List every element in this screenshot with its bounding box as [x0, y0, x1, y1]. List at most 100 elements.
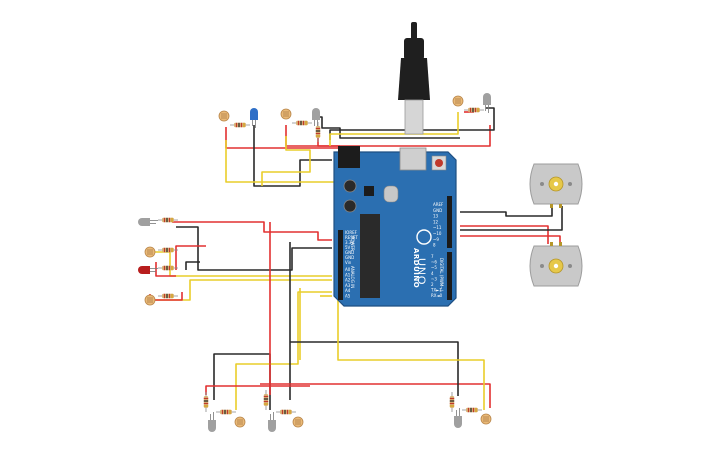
resistor-band: [166, 265, 168, 271]
led: [208, 412, 216, 432]
wire-red: [460, 235, 561, 244]
reset-button-cap: [435, 159, 443, 167]
pin-label: RX◄0: [431, 293, 443, 298]
resistor-band: [168, 293, 171, 299]
pin-label: A1: [345, 272, 351, 277]
pin-label: A0: [345, 267, 351, 272]
resistor-band: [477, 107, 479, 113]
resistor-band: [263, 403, 269, 405]
wire-yellow: [261, 136, 311, 186]
led-body: [268, 420, 276, 432]
wire-black: [176, 226, 332, 271]
photoresistor: [144, 246, 156, 258]
resistor-band: [235, 122, 238, 128]
resistor-band: [263, 400, 269, 403]
wire-yellow: [225, 140, 338, 183]
resistor: [230, 122, 250, 128]
photoresistor: [234, 416, 246, 428]
resistor-band: [449, 397, 455, 400]
led: [483, 93, 491, 113]
resistor-band: [472, 107, 474, 113]
wire-red: [155, 262, 176, 277]
resistor-band: [168, 265, 171, 271]
led: [138, 218, 158, 226]
wire-red: [175, 245, 206, 270]
board-brand: ARDUINO: [412, 248, 420, 288]
resistor: [158, 293, 178, 299]
motor-shaft: [553, 263, 559, 269]
photoresistor-track: [483, 416, 489, 422]
wire-black: [460, 206, 563, 231]
led-body: [250, 108, 258, 120]
resistor-band: [472, 407, 475, 413]
resistor-band: [203, 400, 209, 402]
photoresistor: [280, 108, 292, 120]
resistor-band: [315, 127, 321, 130]
voltage-regulator: [364, 186, 374, 196]
resistor-band: [475, 407, 477, 413]
resistor-band: [238, 122, 240, 128]
wire-yellow: [150, 251, 332, 277]
resistor-band: [171, 293, 173, 299]
wire-black: [185, 261, 200, 270]
microcontroller-chip: [360, 214, 380, 298]
resistor-band: [203, 405, 209, 407]
photoresistor: [144, 294, 156, 306]
wire-black: [460, 206, 553, 217]
pin-label: ~9: [433, 237, 439, 242]
usb-port: [399, 147, 427, 171]
resistor-band: [163, 293, 166, 299]
motor-terminal: [559, 204, 562, 208]
wire-black: [316, 116, 460, 139]
wire-black: [253, 125, 332, 187]
pin-label: IOREF: [345, 230, 358, 235]
digital-label: DIGITAL (PWM~): [439, 258, 444, 292]
motor-shaft: [553, 181, 559, 187]
resistor-band: [297, 120, 300, 126]
resistor-band: [449, 402, 455, 405]
wire-yellow: [337, 300, 485, 410]
resistor: [216, 409, 236, 415]
resistor: [462, 407, 482, 413]
capacitor: [343, 199, 357, 213]
pin-label: RESET: [345, 235, 358, 240]
pin-label: 3.3V: [345, 240, 354, 245]
pin-labels: IOREFRESET3.3V5VGNDGNDVinA0A1A2A3A4A5ARE…: [345, 202, 444, 299]
usb-cable-strain: [404, 38, 424, 60]
resistor-band: [263, 395, 269, 398]
pin-label: ~5: [431, 265, 437, 270]
photoresistor: [218, 110, 230, 122]
led: [268, 412, 276, 432]
usb-plug-body: [398, 58, 430, 100]
header-digital-bottom: [447, 252, 452, 300]
pin-label: 7: [431, 254, 434, 259]
dc-motors: [529, 163, 583, 287]
resistor-band: [166, 247, 168, 253]
led: [312, 108, 320, 128]
board-model: UNO: [415, 258, 427, 285]
photoresistor-track: [283, 111, 289, 117]
pin-label: AREF: [433, 202, 444, 207]
wire-red: [460, 225, 549, 244]
resistor: [203, 392, 209, 412]
wires: [149, 107, 563, 410]
dc-motor: [529, 163, 583, 208]
pin-label: 5V: [345, 245, 351, 250]
resistor-band: [166, 217, 168, 223]
led-body: [138, 218, 150, 226]
resistor-band: [168, 247, 171, 253]
resistor-band: [229, 409, 231, 415]
wire-red: [172, 221, 332, 241]
led-body: [312, 108, 320, 120]
pin-label: 12: [433, 219, 439, 224]
capacitor: [343, 179, 357, 193]
crystal-oscillator: [383, 185, 399, 203]
pin-label: GND: [433, 208, 442, 213]
header-digital-top: [447, 196, 452, 248]
motor-terminal: [559, 242, 562, 246]
resistor-band: [166, 293, 168, 299]
resistor: [158, 247, 178, 253]
led: [138, 266, 158, 274]
pin-label: ~3: [431, 276, 437, 281]
pin-label: GND: [345, 250, 354, 255]
